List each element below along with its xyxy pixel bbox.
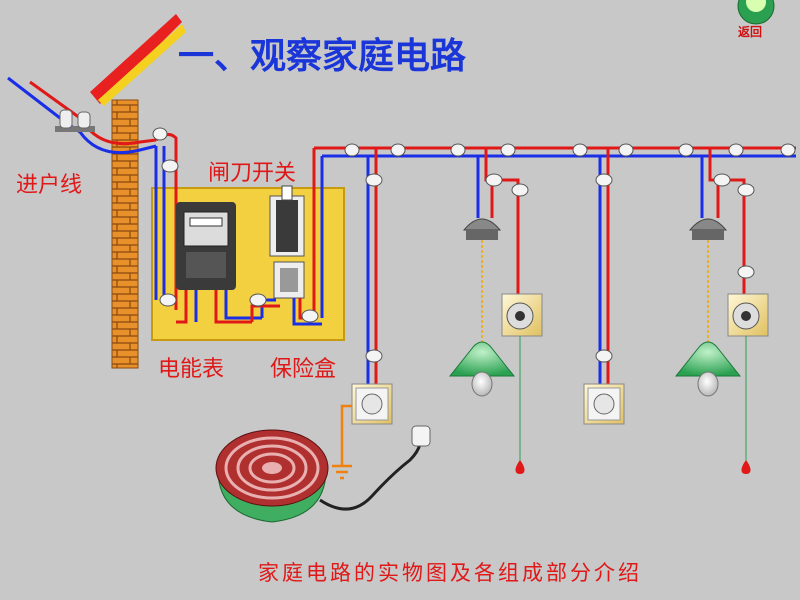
page-title: 一、观察家庭电路 [178,36,467,77]
branch-wires [366,148,746,384]
label-service-entrance: 进户线 [16,173,82,198]
ground-symbol [332,464,352,480]
pull-switch-1 [501,293,543,474]
pull-switch-2 [727,293,769,474]
back-button[interactable] [737,0,775,25]
meter-wiring [176,290,280,324]
wall-socket-1 [351,383,393,425]
pendant-lamp-2 [674,218,742,397]
back-label[interactable]: 返回 [738,24,762,39]
label-fuse-box: 保险盒 [270,357,336,382]
stove-cord-and-plug [319,425,431,511]
wall-socket-2 [583,383,625,425]
brick-wall [111,99,139,369]
fuse-box [273,261,305,299]
wire-clips [152,127,796,363]
insulator-bracket [55,109,95,132]
ground-wire [340,404,352,466]
energy-meter [176,202,236,290]
bottom-caption: 家庭电路的实物图及各组成部分介绍 [258,561,642,585]
label-knife-switch: 闸刀开关 [208,161,296,186]
roof [90,14,186,106]
pendant-lamp-1 [448,218,516,397]
electric-stove [215,429,329,523]
knife-switch [269,185,305,257]
label-energy-meter: 电能表 [158,357,224,382]
